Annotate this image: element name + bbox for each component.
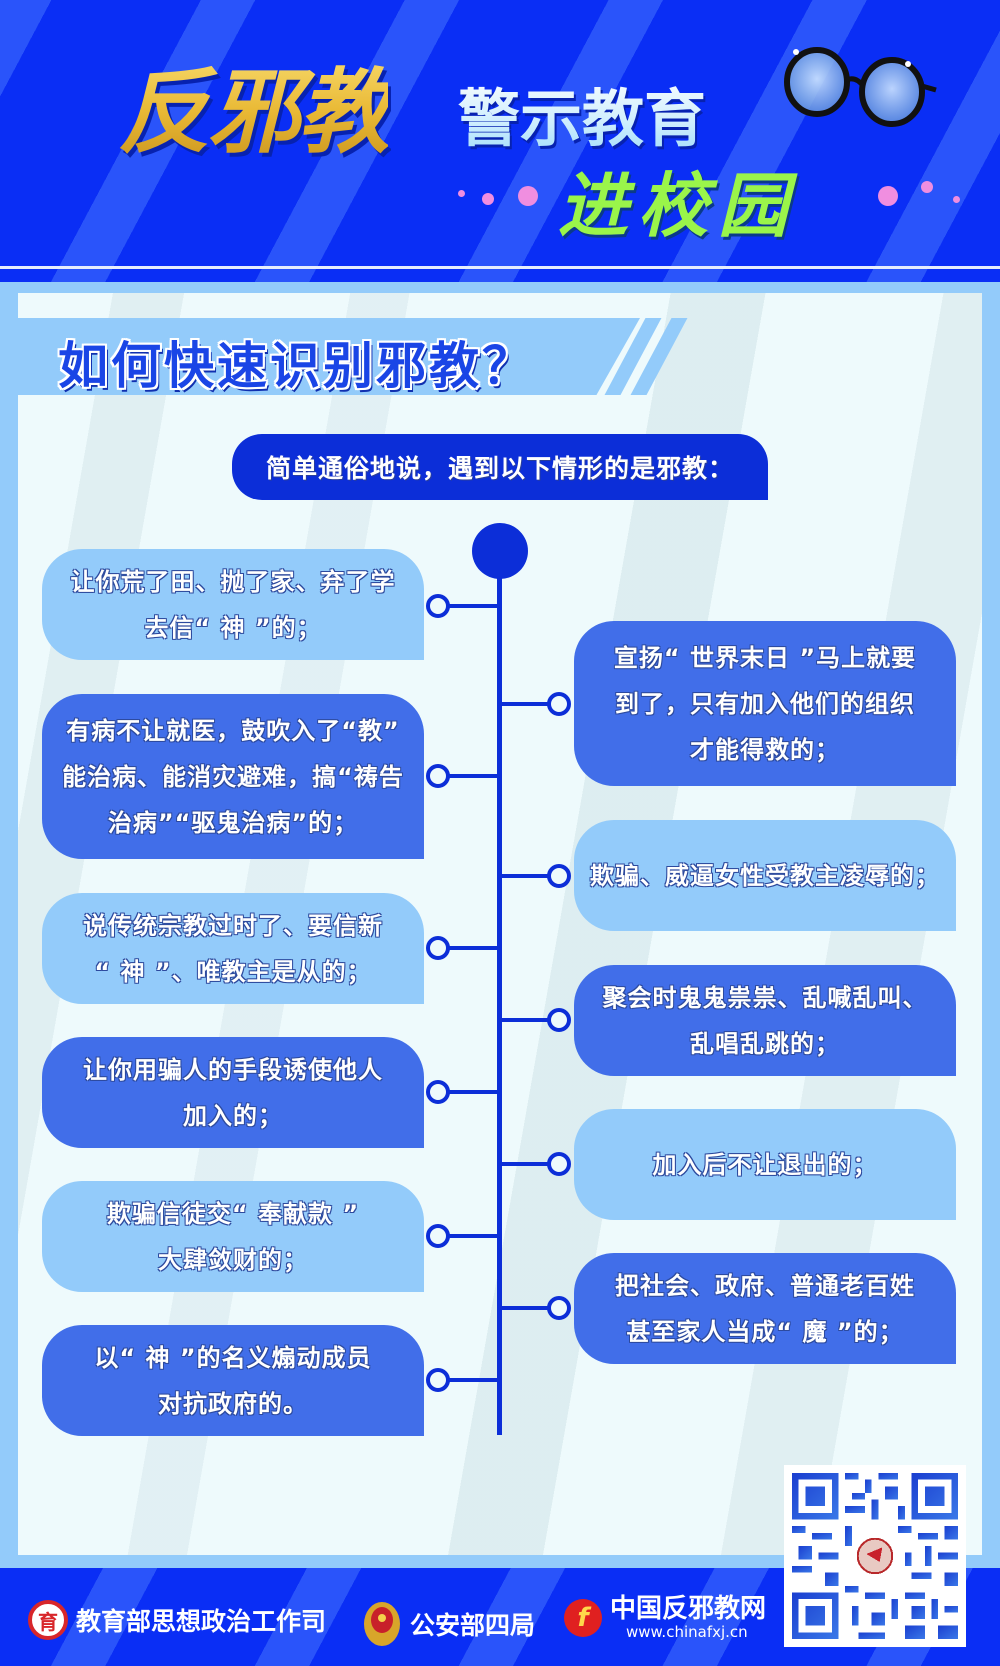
footer-org-name: 教育部思想政治工作司 [76, 1607, 327, 1636]
sign-text: 加入后不让退出的； [652, 1150, 878, 1179]
decor-dot [953, 196, 960, 203]
timeline-line [497, 550, 502, 1435]
sign-text: 让你用骗人的手段诱使他人 加入的； [83, 1055, 383, 1130]
timeline-node [547, 864, 571, 888]
footer-org-education: 育 教育部思想政治工作司 [28, 1600, 326, 1640]
timeline-branch [448, 1378, 498, 1382]
timeline-branch [500, 702, 552, 706]
sign-text: 欺骗信徒交“ 奉献款 ” 大肆敛财的； [106, 1199, 360, 1274]
timeline-node [547, 1296, 571, 1320]
qr-code-icon [792, 1473, 958, 1639]
footer-org-name: 公安部四局 [410, 1611, 536, 1640]
timeline-node [426, 1224, 450, 1248]
timeline-node [426, 936, 450, 960]
timeline-branch [500, 1018, 552, 1022]
sign-card-left-1: 让你荒了田、抛了家、弃了学 去信“ 神 ”的； [42, 549, 424, 660]
sign-card-right-4: 加入后不让退出的； [574, 1109, 956, 1220]
qr-code[interactable] [784, 1465, 966, 1647]
title-main: 反邪教 [118, 38, 390, 171]
decor-dot [878, 186, 898, 206]
glasses-icon [784, 47, 937, 127]
footer-org-url[interactable]: www.chinafxj.cn [626, 1623, 748, 1641]
timeline-branch [500, 874, 552, 878]
timeline-node [547, 692, 571, 716]
timeline-node [426, 1080, 450, 1104]
section-title: 如何快速识别邪教？ [58, 337, 535, 395]
timeline-node [426, 594, 450, 618]
sign-card-left-6: 以“ 神 ”的名义煽动成员 对抗政府的。 [42, 1325, 424, 1436]
footer-org-chinafxj: f 中国反邪教网 www.chinafxj.cn [564, 1596, 766, 1640]
sign-text: 把社会、政府、普通老百姓 甚至家人当成“ 魔 ”的； [615, 1271, 915, 1346]
timeline-start-dot [472, 523, 528, 579]
section-title-banner [18, 318, 640, 395]
decor-dot [921, 181, 933, 193]
timeline-branch [500, 1162, 552, 1166]
sign-text: 有病不让就医，鼓吹入了“教” 能治病、能消灾避难，搞“祷告 治病”“驱鬼治病”的… [62, 716, 404, 837]
sign-text: 聚会时鬼鬼祟祟、乱喊乱叫、 乱唱乱跳的； [602, 983, 928, 1058]
timeline-branch [448, 604, 498, 608]
header-divider [0, 266, 1000, 269]
timeline-node [547, 1152, 571, 1176]
sign-card-left-3: 说传统宗教过时了、要信新 “ 神 ”、唯教主是从的； [42, 893, 424, 1004]
timeline-node [426, 1368, 450, 1392]
sign-text: 宣扬“ 世界末日 ”马上就要 到了，只有加入他们的组织 才能得救的； [613, 643, 917, 764]
timeline-node [547, 1008, 571, 1032]
decor-dot [458, 190, 465, 197]
title-tag: 进校园 [558, 164, 798, 247]
footer-org-police: 公安部四局 [362, 1600, 535, 1648]
intro-label: 简单通俗地说，遇到以下情形的是邪教： [232, 434, 768, 500]
sign-text: 让你荒了田、抛了家、弃了学 去信“ 神 ”的； [70, 567, 396, 642]
sign-card-right-3: 聚会时鬼鬼祟祟、乱喊乱叫、 乱唱乱跳的； [574, 965, 956, 1076]
chinafxj-logo-icon: f [564, 1599, 602, 1637]
sign-text: 以“ 神 ”的名义煽动成员 对抗政府的。 [94, 1343, 372, 1418]
footer-org-name: 中国反邪教网 [610, 1594, 767, 1624]
timeline-branch [448, 1234, 498, 1238]
timeline-branch [500, 1306, 552, 1310]
decor-dot [518, 186, 538, 206]
sign-card-right-1: 宣扬“ 世界末日 ”马上就要 到了，只有加入他们的组织 才能得救的； [574, 621, 956, 786]
timeline-branch [448, 774, 498, 778]
police-emblem-icon [364, 1602, 400, 1646]
timeline-branch [448, 1090, 498, 1094]
sign-card-right-5: 把社会、政府、普通老百姓 甚至家人当成“ 魔 ”的； [574, 1253, 956, 1364]
sign-card-left-5: 欺骗信徒交“ 奉献款 ” 大肆敛财的； [42, 1181, 424, 1292]
sign-text: 欺骗、威逼女性受教主凌辱的； [590, 861, 940, 890]
header-banner: 反邪教 警示教育 进校园 [0, 0, 1000, 282]
sign-card-left-4: 让你用骗人的手段诱使他人 加入的； [42, 1037, 424, 1148]
sign-text: 说传统宗教过时了、要信新 “ 神 ”、唯教主是从的； [83, 911, 383, 986]
decor-dot [482, 193, 494, 205]
ministry-education-logo-icon: 育 [28, 1600, 68, 1640]
title-sub: 警示教育 [458, 68, 706, 158]
sign-card-left-2: 有病不让就医，鼓吹入了“教” 能治病、能消灾避难，搞“祷告 治病”“驱鬼治病”的… [42, 694, 424, 859]
timeline-branch [448, 946, 498, 950]
sign-card-right-2: 欺骗、威逼女性受教主凌辱的； [574, 820, 956, 931]
timeline-node [426, 764, 450, 788]
